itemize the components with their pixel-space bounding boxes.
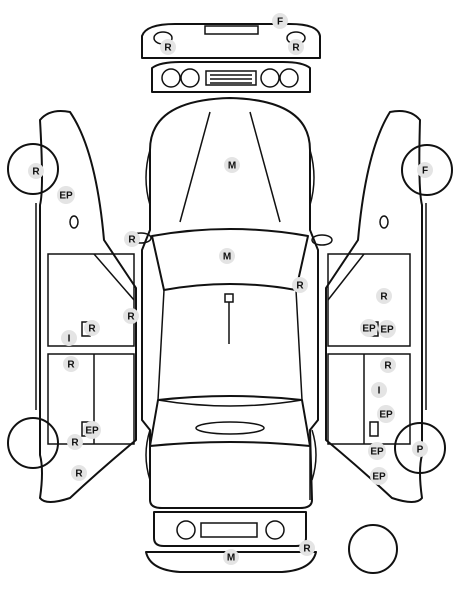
marker-label: R — [71, 438, 79, 449]
marker-label: P — [417, 445, 424, 456]
damage-marker-left-rear-quarter-ep: EP — [83, 421, 101, 439]
marker-label: EP — [59, 191, 73, 202]
marker-circle — [370, 467, 388, 485]
marker-label: R — [380, 292, 388, 303]
marker-label: M — [223, 252, 231, 263]
damage-marker-right-rocker-ep: EP — [370, 467, 388, 485]
marker-label: R — [127, 312, 135, 323]
damage-marker-right-rear-door-ep: EP — [377, 405, 395, 423]
marker-label: R — [88, 324, 96, 335]
rear-bumper-outline — [145, 511, 317, 573]
marker-circle — [377, 405, 395, 423]
marker-label: R — [67, 360, 75, 371]
damage-marker-left-front-door-r: R — [84, 320, 100, 336]
marker-circle — [67, 434, 83, 450]
damage-marker-front-bumper-r-left: R — [160, 39, 176, 55]
damage-marker-left-front-wheel-r: R — [28, 163, 44, 179]
damage-marker-left-fender-ep: EP — [57, 186, 75, 204]
damage-marker-right-rear-door-r: R — [380, 357, 396, 373]
marker-layer: F R R R EP M R M R R I R EP R R R F R EP EP R I EP EP P EP M R — [28, 13, 433, 565]
marker-circle — [123, 308, 139, 324]
damage-marker-front-bumper-r-right: R — [288, 39, 304, 55]
damage-marker-left-rear-wheel-r-lower: R — [71, 465, 87, 481]
damage-marker-right-rear-quarter-ep: EP — [368, 442, 386, 460]
damage-marker-left-rear-door-r: R — [63, 356, 79, 372]
damage-marker-left-rear-wheel-r-upper: R — [67, 434, 83, 450]
marker-circle — [124, 231, 140, 247]
marker-circle — [84, 320, 100, 336]
marker-label: EP — [379, 410, 393, 421]
marker-circle — [272, 13, 288, 29]
marker-circle — [224, 157, 240, 173]
spare-tire-outline — [348, 524, 398, 574]
marker-circle — [223, 549, 239, 565]
marker-circle — [83, 421, 101, 439]
marker-circle — [299, 540, 315, 556]
marker-label: I — [68, 334, 71, 345]
marker-label: R — [292, 43, 300, 54]
car-body-outline — [130, 97, 333, 509]
damage-marker-windshield-m: M — [219, 248, 235, 264]
front-grille-outline — [151, 61, 311, 93]
damage-marker-right-rear-door-i: I — [371, 382, 387, 398]
marker-circle — [71, 465, 87, 481]
damage-marker-left-a-pillar-r: R — [123, 308, 139, 324]
marker-circle — [57, 186, 75, 204]
right-side-outline — [325, 110, 453, 503]
marker-circle — [376, 288, 392, 304]
marker-label: EP — [370, 447, 384, 458]
marker-label: R — [296, 281, 304, 292]
marker-label: F — [277, 17, 283, 28]
marker-circle — [61, 330, 77, 346]
marker-circle — [378, 320, 396, 338]
marker-circle — [63, 356, 79, 372]
marker-circle — [412, 441, 428, 457]
marker-label: F — [422, 166, 428, 177]
damage-marker-right-b-pillar-ep-right: EP — [378, 320, 396, 338]
marker-circle — [288, 39, 304, 55]
marker-label: R — [384, 361, 392, 372]
damage-marker-hood-m: M — [224, 157, 240, 173]
marker-circle — [380, 357, 396, 373]
marker-label: M — [228, 161, 236, 172]
marker-circle — [28, 163, 44, 179]
marker-circle — [417, 162, 433, 178]
damage-marker-rear-bumper-r: R — [299, 540, 315, 556]
marker-circle — [371, 382, 387, 398]
front-bumper-outline — [141, 23, 321, 59]
marker-label: EP — [380, 325, 394, 336]
marker-circle — [219, 248, 235, 264]
marker-label: R — [128, 235, 136, 246]
marker-label: M — [227, 553, 235, 564]
damage-marker-rear-bumper-m: M — [223, 549, 239, 565]
marker-circle — [368, 442, 386, 460]
marker-label: EP — [362, 324, 376, 335]
damage-marker-left-b-pillar-i: I — [61, 330, 77, 346]
damage-marker-right-rear-wheel-p: P — [412, 441, 428, 457]
marker-label: EP — [372, 472, 386, 483]
marker-label: EP — [85, 426, 99, 437]
marker-circle — [160, 39, 176, 55]
marker-circle — [292, 277, 308, 293]
marker-label: R — [164, 43, 172, 54]
damage-marker-left-mirror-r: R — [124, 231, 140, 247]
marker-label: R — [303, 544, 311, 555]
marker-circle — [360, 319, 378, 337]
marker-label: R — [75, 469, 83, 480]
damage-marker-front-bumper-f: F — [272, 13, 288, 29]
marker-label: R — [32, 167, 40, 178]
damage-marker-right-front-wheel-f: F — [417, 162, 433, 178]
damage-marker-right-a-pillar-r: R — [292, 277, 308, 293]
damage-marker-right-b-pillar-ep-left: EP — [360, 319, 378, 337]
marker-label: I — [378, 386, 381, 397]
damage-marker-right-front-door-r: R — [376, 288, 392, 304]
